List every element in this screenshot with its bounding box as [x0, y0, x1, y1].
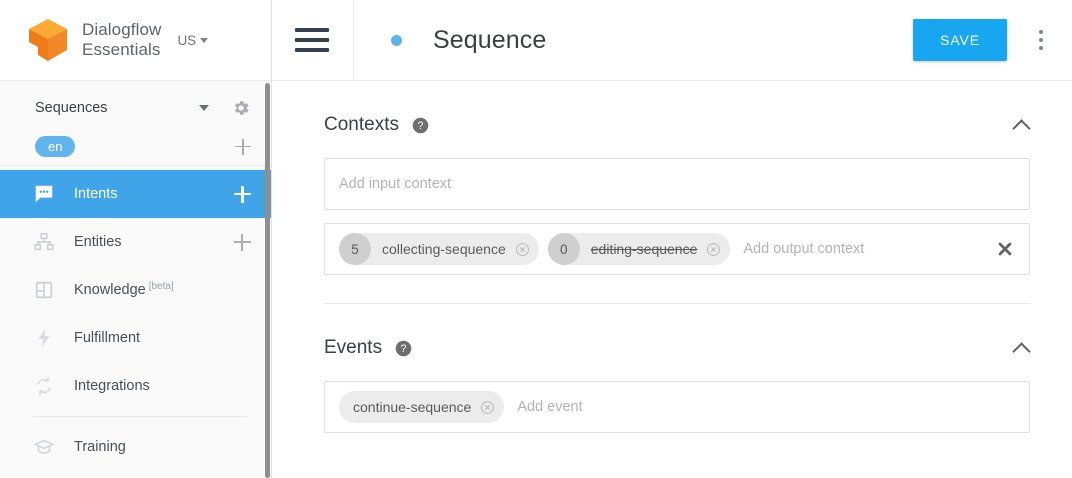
events-placeholder: Add event — [517, 399, 583, 415]
output-context-field[interactable]: 5 collecting-sequence 0 editing-sequence — [324, 223, 1030, 275]
event-chips: continue-sequence Add event — [339, 391, 1015, 423]
gear-icon[interactable] — [231, 98, 251, 118]
sidebar-item-label: Fulfillment — [74, 330, 251, 346]
sidebar-item-label: Training — [74, 439, 251, 455]
add-intent-plus-icon[interactable] — [234, 185, 251, 203]
add-entity-plus-icon[interactable] — [234, 233, 251, 251]
main-panel: Sequence SAVE Contexts ? — [272, 0, 1072, 478]
sidebar: Dialogflow Essentials US Sequences en — [0, 0, 272, 478]
event-chip-label: continue-sequence — [353, 399, 472, 415]
contexts-collapse-chevron-up-icon[interactable] — [1013, 117, 1030, 134]
sidebar-nav: Intents Entities — [0, 168, 271, 471]
sidebar-item-fulfillment-label: Fulfillment — [74, 330, 141, 346]
beta-badge: [beta] — [148, 281, 174, 292]
sidebar-item-fulfillment[interactable]: Fulfillment — [0, 314, 271, 362]
graduation-cap-icon — [33, 436, 55, 458]
events-collapse-chevron-up-icon[interactable] — [1013, 340, 1030, 357]
brand-header[interactable]: Dialogflow Essentials US — [0, 0, 271, 81]
sidebar-item-label: Intents — [74, 186, 234, 202]
toolbar-divider — [353, 0, 354, 81]
context-lifespan-badge: 0 — [547, 233, 580, 265]
sidebar-scrollbar[interactable] — [265, 83, 270, 478]
sidebar-item-label: Knowledge [beta] — [74, 281, 251, 298]
status-dot-icon — [391, 34, 402, 46]
context-chip-label: editing-sequence — [590, 241, 698, 257]
events-title: Events — [324, 337, 383, 358]
dialogflow-cube-logo-icon — [26, 17, 70, 63]
sidebar-item-training[interactable]: Training — [0, 423, 271, 471]
page-title: Sequence — [433, 25, 547, 54]
sidebar-item-entities-label: Entities — [74, 234, 122, 250]
agent-selector-row[interactable]: Sequences — [0, 88, 271, 128]
sidebar-item-integrations-label: Integrations — [74, 378, 150, 394]
remove-circle-icon[interactable] — [480, 400, 495, 415]
sync-arrows-icon — [33, 375, 55, 397]
lightning-bolt-icon — [33, 327, 55, 349]
events-header: Events ? — [324, 328, 1030, 368]
sidebar-item-knowledge[interactable]: Knowledge [beta] — [0, 266, 271, 314]
hamburger-menu-icon[interactable] — [295, 28, 329, 52]
add-language-plus-icon[interactable] — [235, 138, 251, 155]
sidebar-item-knowledge-label: Knowledge — [74, 282, 146, 298]
contexts-section: Contexts ? Add input context — [324, 81, 1030, 304]
remove-circle-icon[interactable] — [706, 242, 721, 257]
input-context-field[interactable]: Add input context — [324, 158, 1030, 210]
remove-circle-icon[interactable] — [515, 242, 530, 257]
contexts-header: Contexts ? — [324, 105, 1030, 145]
kebab-menu-icon[interactable] — [1026, 23, 1056, 57]
svg-text:?: ? — [418, 120, 424, 132]
event-chip[interactable]: continue-sequence — [339, 391, 505, 423]
sidebar-divider — [33, 416, 247, 417]
sidebar-item-training-label: Training — [74, 439, 126, 455]
sidebar-item-integrations[interactable]: Integrations — [0, 362, 271, 410]
language-chip-en[interactable]: en — [35, 136, 76, 157]
region-selector[interactable]: US — [177, 32, 209, 48]
output-context-chips: 5 collecting-sequence 0 editing-sequence — [339, 233, 987, 265]
save-button[interactable]: SAVE — [913, 19, 1007, 61]
content-area: Contexts ? Add input context — [272, 81, 1072, 433]
context-chip[interactable]: 0 editing-sequence — [547, 233, 731, 265]
clear-x-icon[interactable] — [995, 239, 1015, 259]
top-bar: Sequence SAVE — [272, 0, 1072, 81]
events-field[interactable]: continue-sequence Add event — [324, 381, 1030, 433]
output-context-placeholder: Add output context — [743, 241, 865, 257]
help-circle-icon[interactable]: ? — [412, 117, 429, 134]
events-section: Events ? continue-sequence — [324, 304, 1030, 433]
caret-down-icon — [200, 37, 209, 43]
caret-down-icon[interactable] — [199, 105, 209, 111]
agent-name: Sequences — [35, 100, 108, 116]
sidebar-item-label: Integrations — [74, 378, 251, 394]
context-lifespan-badge: 5 — [339, 233, 371, 265]
language-row: en — [0, 128, 271, 166]
hierarchy-icon — [33, 231, 55, 253]
help-circle-icon[interactable]: ? — [395, 340, 412, 357]
sidebar-item-intents[interactable]: Intents — [0, 170, 271, 218]
sidebar-item-intents-label: Intents — [74, 186, 118, 202]
input-context-placeholder: Add input context — [339, 176, 452, 192]
sidebar-item-entities[interactable]: Entities — [0, 218, 271, 266]
context-chip[interactable]: 5 collecting-sequence — [339, 233, 539, 265]
sidebar-item-label: Entities — [74, 234, 234, 250]
brand-name: Dialogflow Essentials — [82, 20, 162, 59]
context-chip-label: collecting-sequence — [382, 241, 506, 257]
section-divider — [324, 303, 1030, 304]
book-icon — [33, 279, 55, 301]
region-label: US — [177, 32, 197, 48]
chat-bubble-icon — [33, 183, 55, 205]
svg-text:?: ? — [401, 343, 407, 355]
contexts-title: Contexts — [324, 114, 399, 135]
